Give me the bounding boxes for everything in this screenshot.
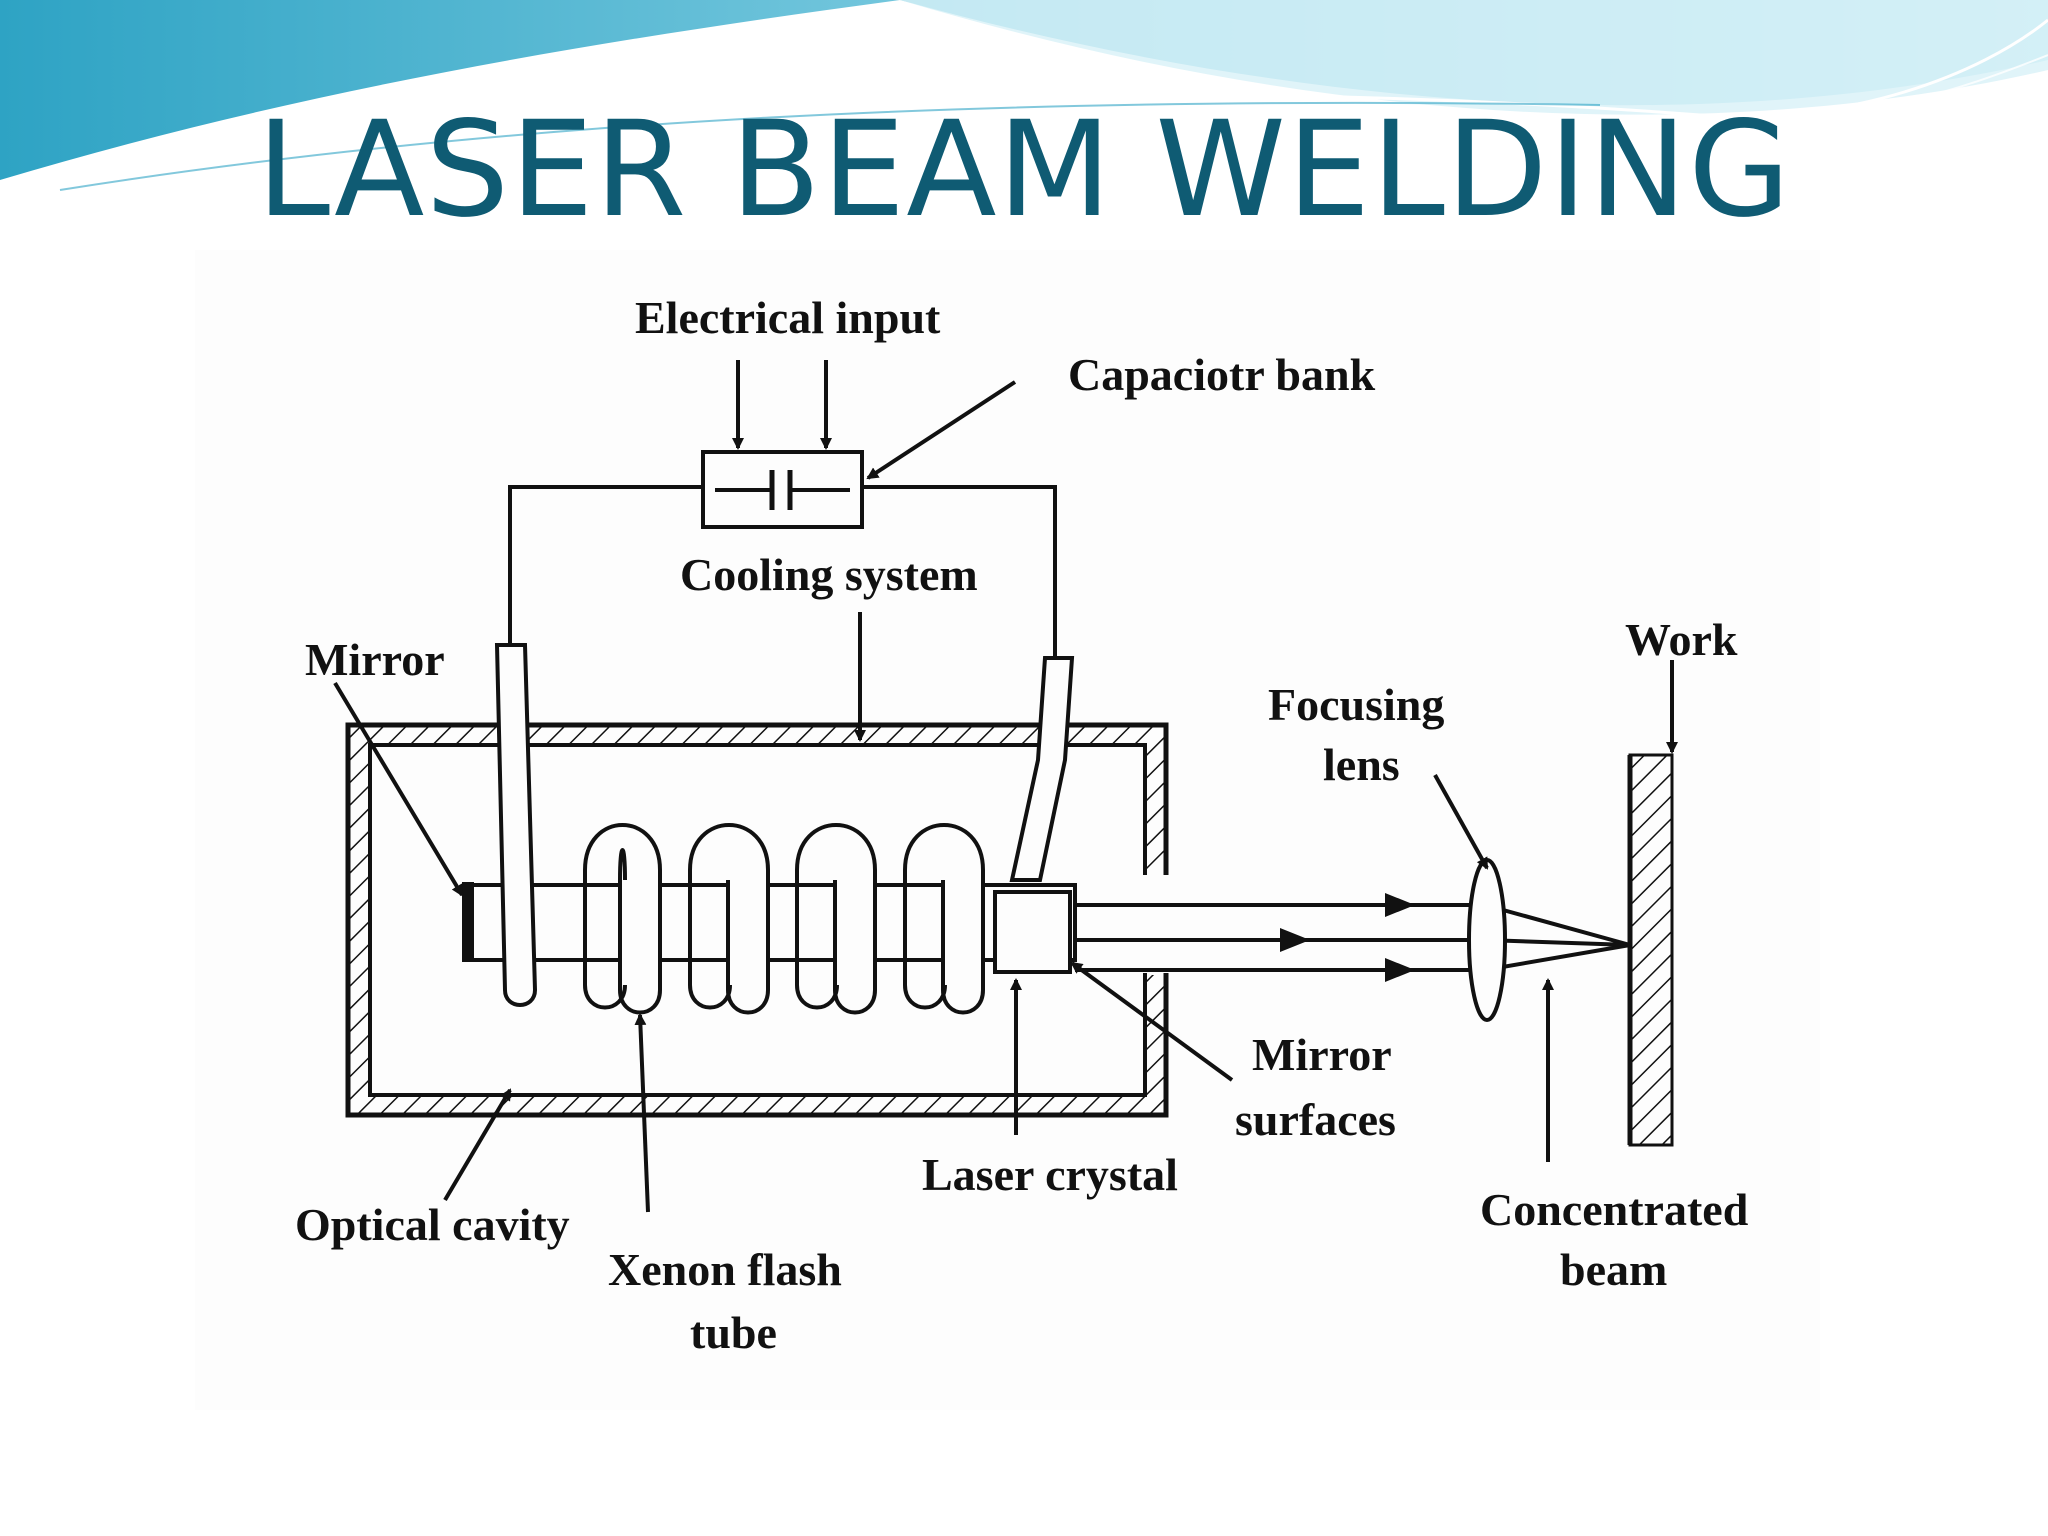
label-beam: beam [1560, 1244, 1667, 1295]
mirror-left [462, 882, 474, 962]
label-lens: lens [1323, 739, 1400, 790]
beam-arrows [1280, 893, 1415, 982]
label-electrical-input: Electrical input [635, 292, 941, 343]
focusing-lens [1467, 858, 1507, 1022]
laser-welding-diagram: Electrical input Capaciotr bank Cooling … [295, 292, 1749, 1358]
diagram-labels: Electrical input Capaciotr bank Cooling … [295, 292, 1749, 1358]
label-laser-crystal: Laser crystal [922, 1149, 1178, 1200]
label-focusing: Focusing [1268, 679, 1444, 730]
label-mirror: Mirror [305, 634, 445, 685]
optical-cavity [345, 722, 1170, 1118]
circuit-wires [508, 485, 1057, 658]
wave-line-1 [0, 18, 2048, 217]
label-optical-cavity: Optical cavity [295, 1199, 570, 1250]
diagram-panel: Electrical input Capaciotr bank Cooling … [195, 250, 1820, 1410]
callout-arrows [333, 360, 1678, 1213]
label-capacitor-bank: Capaciotr bank [1068, 349, 1376, 400]
wave-band-light [900, 0, 2048, 115]
slide-title: LASER BEAM WELDING [256, 93, 1792, 247]
label-concentrated: Concentrated [1480, 1184, 1749, 1235]
capacitor-bank [701, 450, 864, 529]
wave-line-2 [0, 54, 2048, 226]
work-piece [1627, 753, 1674, 1147]
label-xenon-flash: Xenon flash [608, 1244, 842, 1295]
xenon-flash-tube [494, 643, 1075, 1015]
label-cooling-system: Cooling system [680, 549, 978, 600]
wave-line-3 [59, 101, 1601, 191]
label-mirror-surfaces-2: surfaces [1235, 1094, 1396, 1145]
label-tube: tube [690, 1307, 777, 1358]
header-wave [0, 0, 2048, 226]
label-work: Work [1625, 614, 1738, 665]
label-mirror-surfaces-1: Mirror [1252, 1029, 1392, 1080]
